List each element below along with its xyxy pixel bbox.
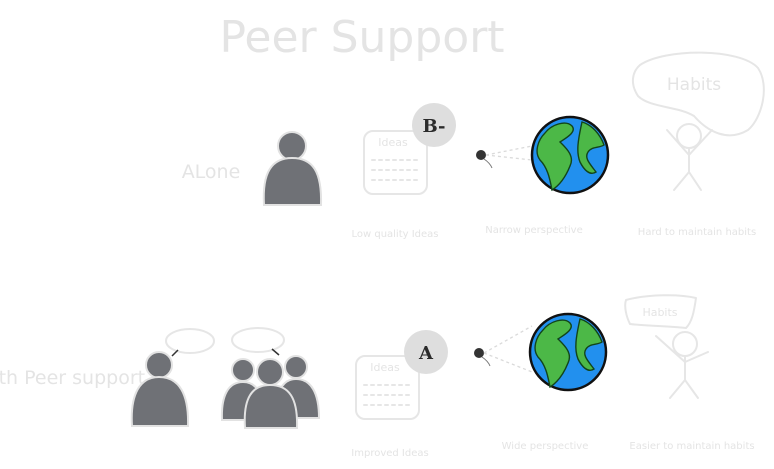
grade-badge: A [404, 330, 448, 374]
peer-group-icon [220, 355, 321, 429]
narrow-sight-lines [485, 145, 533, 161]
idea-caption: Improved Ideas [351, 448, 428, 459]
stick-figure-icon [655, 331, 709, 399]
perspective-caption: Wide perspective [502, 441, 589, 452]
speech-bubble-icon [231, 327, 285, 356]
habits-sign-label: Habits [642, 306, 677, 319]
diagram-title: Peer Support [219, 12, 504, 63]
grade-text: B- [422, 116, 445, 137]
habits-caption: Hard to maintain habits [638, 227, 756, 238]
person-icon [130, 351, 190, 427]
stick-figure-icon [666, 123, 713, 191]
grade-text: A [418, 343, 434, 364]
eye-icon [474, 348, 491, 367]
habits-sign-icon: Habits [624, 294, 697, 329]
idea-card-label: Ideas [370, 361, 400, 374]
speech-bubble-icon [165, 328, 215, 357]
globe-icon [530, 115, 610, 195]
globe-icon [528, 312, 608, 392]
idea-card-icon: Ideas [355, 355, 420, 420]
grade-badge: B- [412, 103, 456, 147]
row-alone: ALone Ideas B- Low quality Ideas [182, 51, 765, 240]
idea-card-icon: Ideas [363, 130, 428, 195]
idea-card-label: Ideas [378, 136, 408, 149]
wide-sight-lines [483, 325, 533, 373]
idea-caption: Low quality Ideas [351, 229, 438, 240]
row-with-peer-support: With Peer support Ideas [0, 294, 755, 459]
row-peer-label: With Peer support [0, 367, 145, 389]
habits-caption: Easier to maintain habits [629, 441, 754, 452]
row-alone-label: ALone [182, 161, 241, 183]
habits-sign-label: Habits [667, 75, 721, 95]
person-alone-icon [262, 131, 323, 206]
habits-sign-icon: Habits [632, 51, 765, 137]
perspective-caption: Narrow perspective [485, 225, 583, 236]
eye-icon [476, 150, 493, 169]
